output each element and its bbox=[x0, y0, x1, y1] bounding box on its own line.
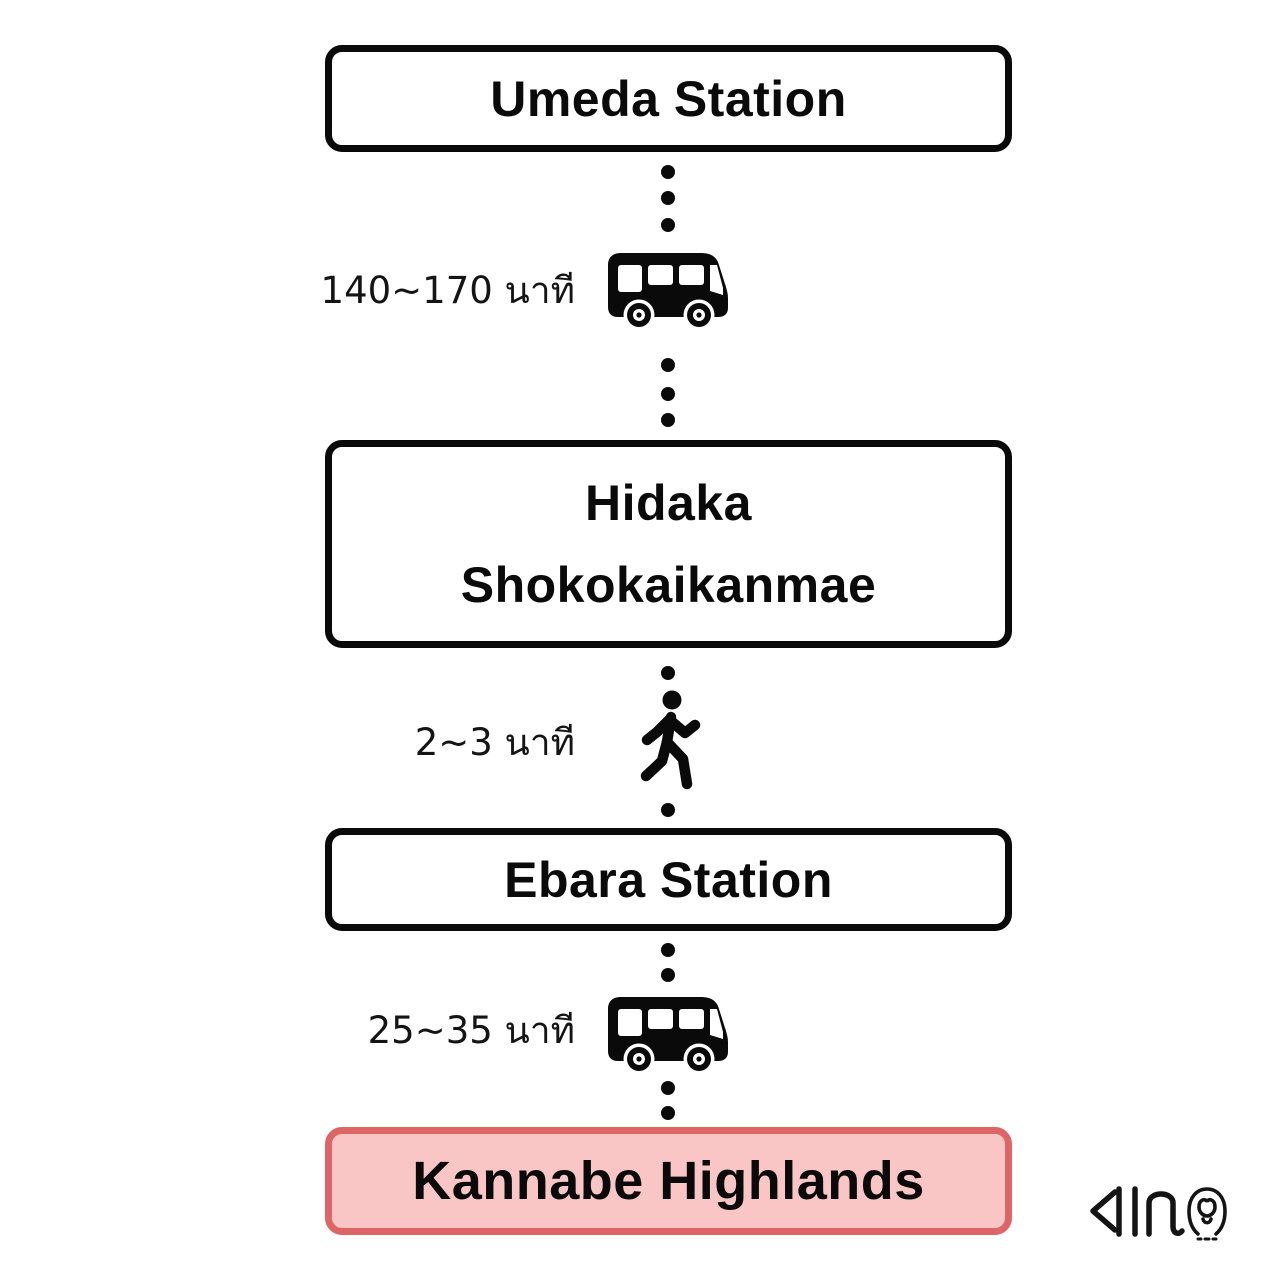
route-dot bbox=[661, 191, 675, 205]
route-dot bbox=[661, 413, 675, 427]
duration-label: 2~3 นาที bbox=[414, 721, 575, 764]
station-label: Umeda Station bbox=[490, 70, 847, 127]
station-box-hidaka-shokokaikanmae: Hidaka Shokokaikanmae bbox=[325, 440, 1012, 648]
kiji-logo: KIJI bbox=[1086, 1181, 1228, 1248]
kiji-logo-graphic bbox=[1090, 1186, 1227, 1241]
duration-label: 140~170 นาที bbox=[320, 269, 575, 312]
route-dot bbox=[661, 218, 675, 232]
station-label: Kannabe Highlands bbox=[412, 1151, 925, 1211]
station-label: Shokokaikanmae bbox=[460, 557, 877, 613]
route-dot bbox=[661, 968, 675, 982]
station-label: Hidaka bbox=[585, 475, 752, 531]
bus-icon bbox=[608, 253, 728, 331]
station-box-ebara: Ebara Station bbox=[325, 828, 1012, 931]
station-label: Ebara Station bbox=[504, 851, 833, 908]
monkey-face-icon bbox=[1187, 1187, 1227, 1241]
station-box-umeda: Umeda Station bbox=[325, 45, 1012, 152]
station-box-kannabe-highlands: Kannabe Highlands bbox=[325, 1127, 1012, 1235]
route-dot bbox=[661, 165, 675, 179]
route-dot bbox=[661, 387, 675, 401]
route-dot bbox=[661, 358, 675, 372]
route-dot bbox=[661, 803, 675, 817]
route-dot bbox=[661, 943, 675, 957]
route-dot bbox=[661, 1081, 675, 1095]
route-dot bbox=[661, 666, 675, 680]
duration-label: 25~35 นาที bbox=[367, 1009, 575, 1052]
route-dot bbox=[661, 1106, 675, 1120]
walk-icon bbox=[640, 690, 701, 790]
bus-icon bbox=[608, 997, 728, 1075]
